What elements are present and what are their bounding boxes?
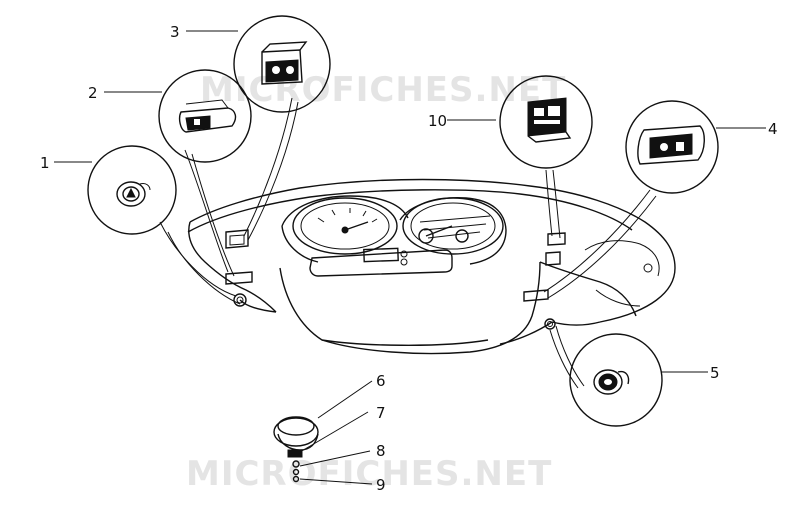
detail-part-2 xyxy=(158,69,252,163)
leader-lines xyxy=(159,97,657,389)
detail-part-1 xyxy=(87,145,177,235)
callout-3: 3 xyxy=(170,23,180,41)
callout-8: 8 xyxy=(376,442,386,460)
callout-leaders xyxy=(54,30,766,485)
dashboard-assembly xyxy=(187,178,676,355)
callout-4: 4 xyxy=(768,120,778,138)
callout-10: 10 xyxy=(428,112,447,130)
parts-6-to-9 xyxy=(273,416,319,483)
watermark-bottom: MICROFICHES.NET xyxy=(186,454,552,494)
detail-part-10 xyxy=(499,75,593,169)
callout-2: 2 xyxy=(88,84,98,102)
detail-part-3 xyxy=(233,15,331,113)
callout-7: 7 xyxy=(376,404,386,422)
detail-part-5 xyxy=(569,333,663,427)
callout-6: 6 xyxy=(376,372,386,390)
callout-5: 5 xyxy=(710,364,720,382)
detail-part-4 xyxy=(625,100,719,194)
callout-numbers: 1 2 3 4 5 6 7 8 9 10 xyxy=(40,23,778,494)
callout-9: 9 xyxy=(376,476,386,494)
callout-1: 1 xyxy=(40,154,50,172)
